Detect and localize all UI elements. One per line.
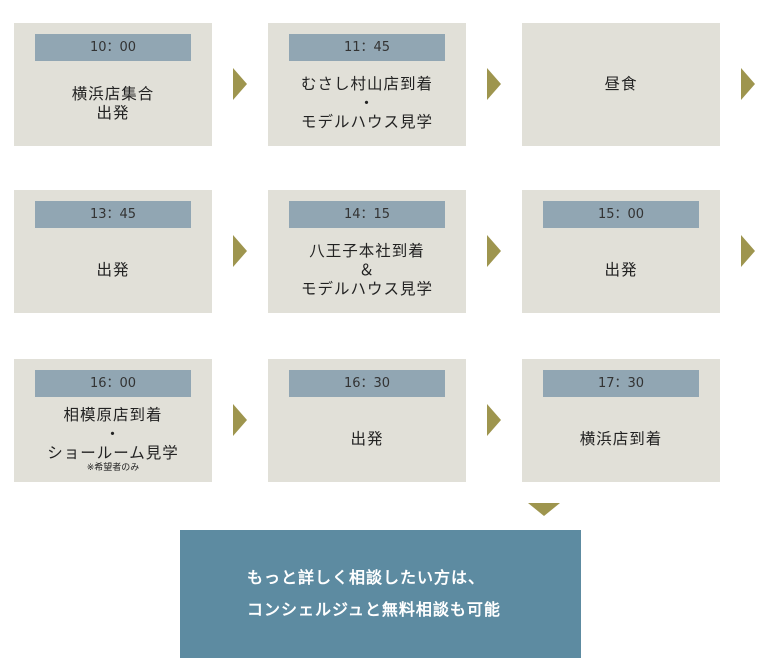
right-arrow-icon xyxy=(233,68,247,100)
step-time: 15：00 xyxy=(543,201,699,228)
step-description: 昼食 xyxy=(522,23,720,146)
step-line: 横浜店集合 xyxy=(71,84,155,103)
step-line: ＆ xyxy=(358,261,376,279)
consultation-banner: もっと詳しく相談したい方は、 コンシェルジュと無料相談も可能 xyxy=(180,530,581,658)
schedule-step: 17：30 横浜店到着 xyxy=(522,359,720,482)
step-line: 出発 xyxy=(96,103,130,122)
step-description: 出発 xyxy=(268,397,466,482)
right-arrow-icon xyxy=(487,235,501,267)
step-time: 16：00 xyxy=(35,370,191,397)
step-description: 横浜店集合出発 xyxy=(14,61,212,146)
down-arrow-icon xyxy=(528,503,560,516)
step-note: ※希望者のみ xyxy=(86,462,140,473)
step-line: モデルハウス見学 xyxy=(300,113,433,131)
right-arrow-icon xyxy=(233,235,247,267)
step-line: 横浜店到着 xyxy=(579,430,663,448)
step-line: ショールーム見学 xyxy=(47,443,179,462)
step-time: 11：45 xyxy=(289,34,445,61)
step-description: 相模原店到着・ショールーム見学※希望者のみ xyxy=(14,397,212,482)
step-time: 13：45 xyxy=(35,201,191,228)
step-line: 出発 xyxy=(604,261,638,279)
step-line: 八王子本社到着 xyxy=(309,242,425,260)
right-arrow-icon xyxy=(233,404,247,436)
step-description: 出発 xyxy=(14,228,212,313)
schedule-step: 16：30 出発 xyxy=(268,359,466,482)
right-arrow-icon xyxy=(741,68,755,100)
schedule-step: 昼食 xyxy=(522,23,720,146)
step-line: モデルハウス見学 xyxy=(300,280,433,298)
step-line: 出発 xyxy=(96,261,130,279)
step-line: 出発 xyxy=(350,430,384,448)
step-line: 相模原店到着 xyxy=(63,405,163,424)
cta-line-2: コンシェルジュと無料相談も可能 xyxy=(247,600,501,619)
schedule-step: 13：45 出発 xyxy=(14,190,212,313)
step-line: 昼食 xyxy=(604,75,638,93)
step-line: ・ xyxy=(104,424,122,443)
right-arrow-icon xyxy=(487,68,501,100)
step-time: 14：15 xyxy=(289,201,445,228)
step-line: ・ xyxy=(358,94,376,112)
step-line: むさし村山店到着 xyxy=(300,75,433,93)
step-time: 17：30 xyxy=(543,370,699,397)
step-time: 16：30 xyxy=(289,370,445,397)
step-time: 10：00 xyxy=(35,34,191,61)
step-description: 横浜店到着 xyxy=(522,397,720,482)
schedule-step: 15：00 出発 xyxy=(522,190,720,313)
step-description: 八王子本社到着＆モデルハウス見学 xyxy=(268,228,466,313)
cta-line-1: もっと詳しく相談したい方は、 xyxy=(247,568,486,587)
step-description: むさし村山店到着・モデルハウス見学 xyxy=(268,61,466,146)
right-arrow-icon xyxy=(487,404,501,436)
step-description: 出発 xyxy=(522,228,720,313)
right-arrow-icon xyxy=(741,235,755,267)
